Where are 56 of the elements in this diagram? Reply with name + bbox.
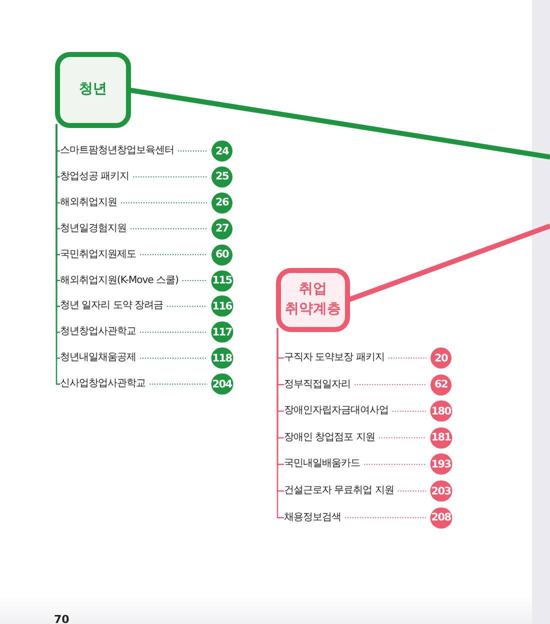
leader-line xyxy=(344,517,427,518)
program-name: 창업성공 패키지 xyxy=(60,170,130,184)
page-number-badge: 117 xyxy=(211,322,233,343)
program-name: 청년일경험지원 xyxy=(60,222,126,236)
category-box xyxy=(276,268,350,332)
connector-line xyxy=(128,88,550,160)
category-title: 청년 xyxy=(78,80,108,100)
page-number-badge: 203 xyxy=(430,480,452,502)
leader-line xyxy=(182,280,208,281)
program-name: 장애인 창업점포 지원 xyxy=(284,430,375,445)
page-number-badge: 62 xyxy=(430,374,452,396)
page-number-badge: 180 xyxy=(430,400,452,422)
leader-line xyxy=(364,464,427,465)
leader-line xyxy=(354,384,427,386)
leader-line xyxy=(132,176,208,178)
program-name: 건설근로자 무료취업 지원 xyxy=(284,484,394,498)
page-number-badge: 24 xyxy=(212,140,232,162)
program-name: 청년 일자리 도약 장려금 xyxy=(60,299,164,314)
page-number-badge: 193 xyxy=(430,454,452,475)
page-number: 70 xyxy=(54,613,70,624)
program-name: 청년내일채움공제 xyxy=(60,351,136,366)
page-number-badge: 208 xyxy=(430,507,452,528)
leader-line xyxy=(392,410,427,412)
program-name: 국민내일배움카드 xyxy=(284,457,360,472)
page-number-badge: 118 xyxy=(211,348,233,369)
program-name: 채용정보검색 xyxy=(284,510,341,525)
program-name: 국민취업지원제도 xyxy=(60,248,136,262)
leader-line xyxy=(149,384,208,385)
leader-line xyxy=(140,332,208,333)
leader-line xyxy=(120,202,208,204)
page-number-badge: 26 xyxy=(212,192,232,214)
page-number-badge: 25 xyxy=(212,166,232,188)
leader-line xyxy=(166,306,208,307)
page-number-badge: 116 xyxy=(211,296,233,317)
program-name: 스마트팜청년창업보육센터 xyxy=(60,144,174,158)
program-name: 구직자 도약보장 패키지 xyxy=(284,351,384,365)
program-name: 청년창업사관학교 xyxy=(60,325,136,340)
page-number-badge: 60 xyxy=(212,244,232,266)
page-number-badge: 204 xyxy=(211,374,233,395)
program-name: 해외취업지원(K-Move 스쿨) xyxy=(60,274,178,288)
leader-line xyxy=(178,150,208,152)
page-number-badge: 20 xyxy=(430,348,452,368)
category-box xyxy=(55,52,131,128)
leader-line xyxy=(140,358,208,359)
program-name: 정부직접일자리 xyxy=(284,378,350,392)
program-name: 장애인자립자금대여사업 xyxy=(284,404,388,418)
page-number-badge: 181 xyxy=(430,427,452,448)
leader-line xyxy=(378,437,427,438)
page-number-badge: 115 xyxy=(211,270,233,291)
leader-line xyxy=(397,490,427,492)
category-title: 취업 취약계층 xyxy=(284,280,342,319)
program-name: 해외취업지원 xyxy=(60,196,117,210)
page-number-badge: 27 xyxy=(212,218,232,240)
leader-line xyxy=(130,228,208,230)
leader-line xyxy=(140,254,208,256)
program-name: 신사업창업사관학교 xyxy=(60,377,146,392)
